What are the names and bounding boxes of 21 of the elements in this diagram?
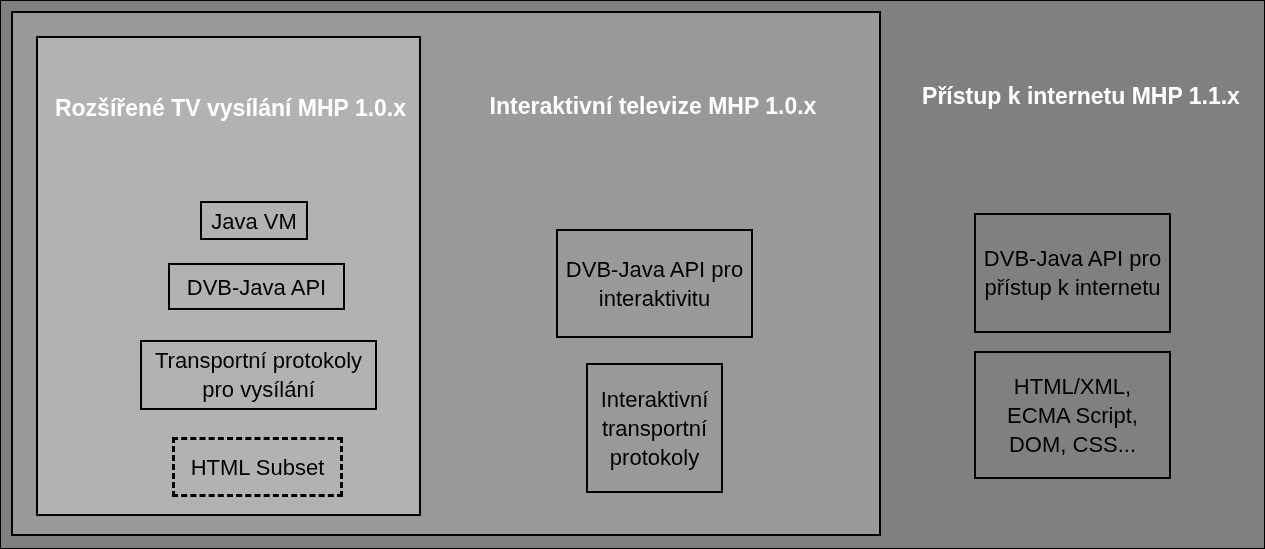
component-label: HTML Subset	[189, 453, 326, 482]
component-label: HTML/XML, ECMA Script, DOM, CSS...	[1006, 372, 1139, 459]
component-label: DVB-Java API	[185, 273, 328, 301]
component-box	[586, 363, 723, 493]
component-label: Interaktivní transportní protokoly	[599, 385, 710, 472]
component-box	[974, 351, 1171, 479]
optional-component-box	[172, 437, 343, 497]
profile-panel	[11, 11, 881, 536]
panel-heading: Interaktivní televize MHP 1.0.x	[488, 92, 818, 121]
panel-heading: Rozšířené TV vysílání MHP 1.0.x	[53, 94, 408, 123]
panel-heading: Přístup k internetu MHP 1.1.x	[921, 82, 1241, 111]
component-box	[200, 201, 308, 240]
component-label: DVB-Java API pro přístup k internetu	[982, 245, 1163, 302]
component-box	[140, 340, 377, 410]
component-box	[168, 263, 345, 310]
component-label: DVB-Java API pro interaktivitu	[564, 255, 745, 313]
component-box	[974, 213, 1171, 333]
component-box	[556, 229, 753, 338]
component-label: Transportní protokoly pro vysílání	[153, 347, 364, 404]
profile-panel	[36, 36, 421, 516]
component-label: Java VM	[210, 207, 298, 235]
